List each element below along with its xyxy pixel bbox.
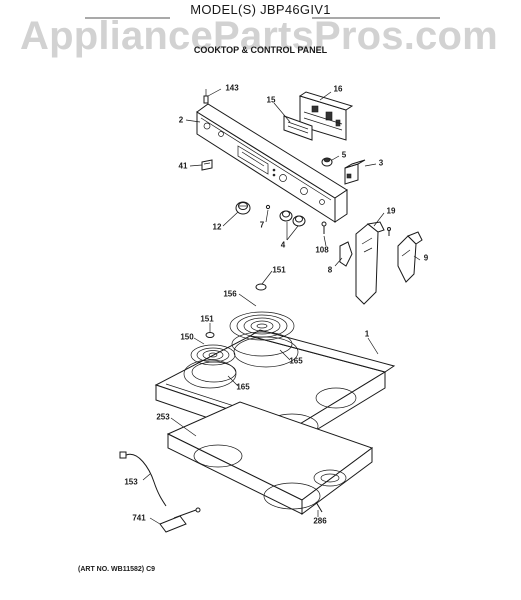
callout-151-left: 151 — [200, 314, 214, 324]
surface-element-small — [190, 344, 236, 366]
watermark: AppliancePartsPros.com — [20, 14, 498, 58]
callout-143: 143 — [225, 83, 239, 93]
pin-7 — [265, 204, 271, 210]
bracket-8 — [339, 241, 353, 267]
lower-cooktop — [166, 401, 374, 515]
callout-19: 19 — [386, 206, 396, 216]
leader-lines — [142, 88, 421, 525]
callout-150: 150 — [180, 332, 194, 342]
callout-12: 12 — [212, 222, 222, 232]
callout-8: 8 — [327, 265, 333, 275]
control-panel-backsplash — [196, 103, 348, 223]
screw-108 — [321, 221, 327, 234]
diagram-subtitle: COOKTOP & CONTROL PANEL — [193, 45, 328, 55]
callout-108: 108 — [315, 245, 329, 255]
knob-5 — [321, 157, 333, 167]
receptacle-151-top — [255, 283, 267, 291]
callout-165-left: 165 — [236, 382, 250, 392]
screw-286 — [315, 501, 323, 513]
callout-253: 253 — [156, 412, 170, 422]
callout-5: 5 — [341, 150, 347, 160]
callout-3: 3 — [378, 158, 384, 168]
callout-7: 7 — [259, 220, 265, 230]
wire-harness-153 — [119, 451, 167, 507]
model-title: MODEL(S) JBP46GIV1 — [190, 2, 331, 17]
art-number: (ART NO. WB11582) C9 — [78, 566, 156, 573]
knob-4-left — [279, 210, 293, 222]
callout-41: 41 — [178, 161, 188, 171]
callout-153: 153 — [124, 477, 138, 487]
surface-element-large — [229, 311, 295, 341]
clip-143 — [203, 89, 209, 104]
drip-bowl-small — [191, 361, 237, 383]
callout-156: 156 — [223, 289, 237, 299]
switch-3 — [344, 159, 366, 185]
control-overlay — [283, 115, 313, 141]
receptacle-151-left — [205, 332, 215, 338]
callout-151-top: 151 — [272, 265, 286, 275]
terminal-block-741 — [159, 507, 201, 533]
screw-9 — [387, 227, 391, 236]
callout-741: 741 — [132, 513, 146, 523]
drip-bowl-large — [231, 331, 293, 357]
callout-16: 16 — [333, 84, 343, 94]
knob-4-right — [292, 215, 306, 227]
endcap-9 — [397, 231, 423, 283]
callout-4: 4 — [280, 240, 286, 250]
callout-286: 286 — [313, 516, 327, 526]
callout-2: 2 — [178, 115, 184, 125]
bracket-41 — [201, 159, 213, 171]
callout-9: 9 — [423, 253, 429, 263]
endcap-19 — [355, 221, 385, 305]
knob-12 — [235, 201, 251, 215]
callout-165-right: 165 — [289, 356, 303, 366]
callout-1: 1 — [364, 329, 370, 339]
callout-15: 15 — [266, 95, 276, 105]
